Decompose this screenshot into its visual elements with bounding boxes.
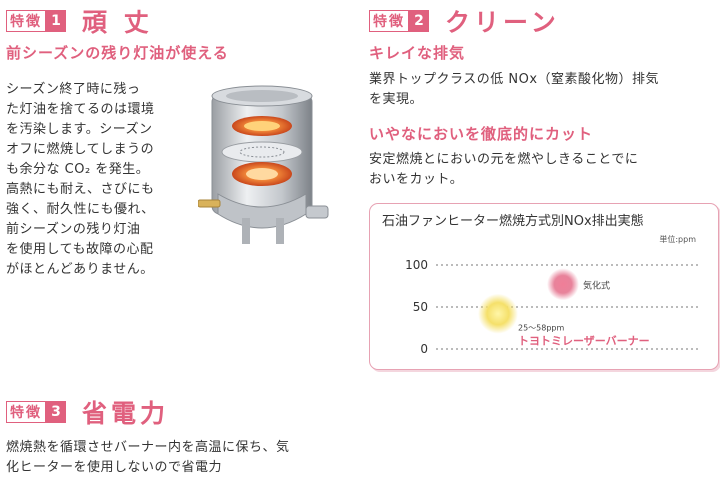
feature2-body-line: 業界トップクラスの低 NOx（窒素酸化物）排気 xyxy=(369,72,660,87)
feature3-body-line: 化ヒーターを使用しないので省電力 xyxy=(6,460,223,475)
feature3-header: 特徴 3 省電力 xyxy=(6,397,170,428)
feature3-body: 燃焼熱を循環させバーナー内を高温に保ち、気化ヒーターを使用しないので省電力 xyxy=(6,438,366,478)
feature2-subtitle: キレイな排気 xyxy=(369,44,466,62)
feature1-header: 特徴 1 頑 丈 xyxy=(6,6,153,37)
chart-unit: 単位:ppm xyxy=(659,235,696,244)
data-point xyxy=(547,268,579,301)
feature1-body-line: た灯油を捨てるのは環境 xyxy=(6,102,155,117)
feature2-body2-line: おいをカット。 xyxy=(369,172,464,187)
feature3-body-line: 燃焼熱を循環させバーナー内を高温に保ち、気 xyxy=(6,440,290,455)
y-tick-label: 0 xyxy=(420,342,428,356)
feature3-title: 省電力 xyxy=(82,399,170,428)
feature1-badge-label: 特徴 xyxy=(6,10,46,32)
feature2-title: クリーン xyxy=(445,8,560,37)
data-point xyxy=(478,293,518,334)
feature1-body-line: 前シーズンの残り灯油 xyxy=(6,222,141,237)
feature2-subtitle2: いやなにおいを徹底的にカット xyxy=(369,125,594,143)
feature1-body-line: 高熱にも耐え、さびにも xyxy=(6,182,155,197)
feature1-body-line: も余分な CO₂ を発生。 xyxy=(6,162,150,177)
heater-burner-illustration xyxy=(198,85,329,244)
feature1-body-line: 強く、耐久性にも優れ、 xyxy=(6,202,155,217)
feature3-badge-label: 特徴 xyxy=(6,401,46,423)
feature2-badge-label: 特徴 xyxy=(369,10,409,32)
point-label: 気化式 xyxy=(583,279,610,291)
feature2-body2: 安定燃焼とにおいの元を燃やしきることでにおいをカット。 xyxy=(369,150,719,190)
chart-title: 石油ファンヒーター燃焼方式別NOx排出実態 xyxy=(382,214,644,229)
feature2-body-line: を実現。 xyxy=(369,92,424,107)
y-tick-label: 100 xyxy=(405,258,428,272)
feature1-badge-number: 1 xyxy=(46,10,66,32)
feature1-subtitle: 前シーズンの残り灯油が使える xyxy=(6,44,229,62)
feature3-badge: 特徴 3 xyxy=(6,401,66,423)
feature2-badge-number: 2 xyxy=(409,10,429,32)
feature1-body-line: がほとんどありません。 xyxy=(6,262,154,277)
feature1-body-line: を使用しても故障の心配 xyxy=(6,242,154,257)
feature1-body-line: を汚染します。シーズン xyxy=(6,122,153,137)
y-tick-label: 50 xyxy=(413,300,428,314)
feature1-body: シーズン終了時に残った灯油を捨てるのは環境を汚染します。シーズンオフに燃焼してし… xyxy=(6,80,192,280)
nox-chart: 石油ファンヒーター燃焼方式別NOx排出実態 単位:ppm 100 50 0 気化式 25… xyxy=(369,203,719,370)
feature1-body-line: シーズン終了時に残っ xyxy=(6,82,141,97)
feature2-badge: 特徴 2 xyxy=(369,10,429,32)
point-label: トヨトミレーザーバーナー xyxy=(518,335,650,348)
feature3-badge-number: 3 xyxy=(46,401,66,423)
feature1-body-line: オフに燃焼してしまうの xyxy=(6,142,155,157)
feature2-body2-line: 安定燃焼とにおいの元を燃やしきることでに xyxy=(369,152,639,167)
feature1-badge: 特徴 1 xyxy=(6,10,66,32)
feature2-body: 業界トップクラスの低 NOx（窒素酸化物）排気を実現。 xyxy=(369,70,719,110)
feature2-header: 特徴 2 クリーン xyxy=(369,6,560,37)
point-range-label: 25〜58ppm xyxy=(518,324,565,333)
feature1-title: 頑 丈 xyxy=(82,8,153,37)
chart-plot: 100 50 0 気化式 25〜58ppm トヨトミレーザーバーナー xyxy=(405,258,700,356)
